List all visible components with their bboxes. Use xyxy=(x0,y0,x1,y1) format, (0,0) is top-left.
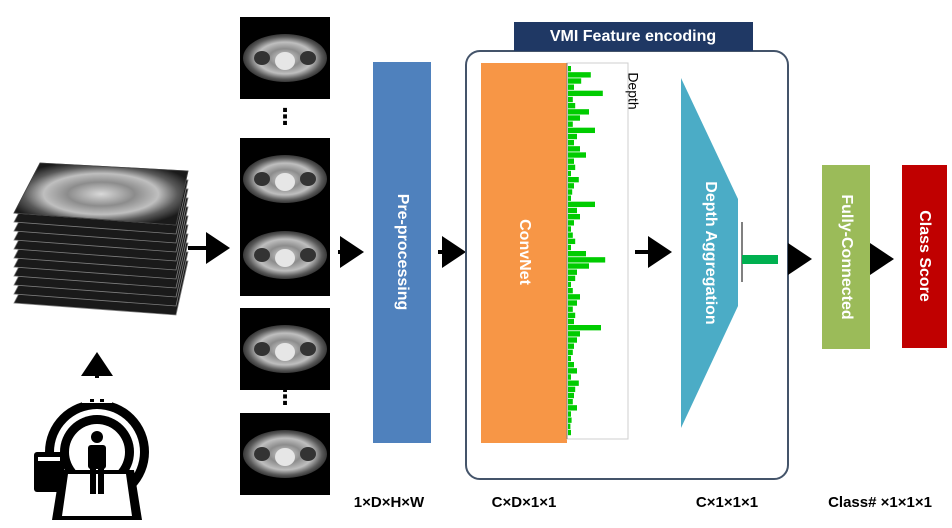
depth-bar xyxy=(568,368,577,374)
convnet-block xyxy=(481,63,567,443)
depth-bar xyxy=(568,331,580,337)
depth-bar xyxy=(568,386,576,393)
depth-bar xyxy=(568,257,606,263)
preprocessing-block xyxy=(373,62,431,443)
depth-bar xyxy=(568,374,571,380)
mri-slice-image xyxy=(240,138,330,220)
dim-convnet-out: C×D×1×1 xyxy=(492,494,557,511)
depth-bar xyxy=(568,244,571,251)
depth-aggregation-label: Depth Aggregation xyxy=(702,181,719,324)
depth-bar xyxy=(568,109,589,115)
ellipsis-top: ⋮ xyxy=(274,104,296,129)
depth-bar xyxy=(568,405,577,411)
depth-bar xyxy=(568,201,595,208)
depth-bar xyxy=(568,66,571,72)
depth-bar xyxy=(568,127,595,134)
mri-scanner-icon xyxy=(34,398,149,520)
depth-bar xyxy=(568,78,582,84)
depth-bar xyxy=(568,140,574,146)
depth-bar xyxy=(568,300,577,306)
depth-bar xyxy=(568,177,579,183)
depth-bar xyxy=(568,72,591,78)
depth-bar xyxy=(568,189,573,195)
mri-slice-image xyxy=(240,214,330,296)
depth-bar xyxy=(568,195,571,201)
depth-bar xyxy=(568,349,573,356)
depth-label: Depth xyxy=(625,72,641,109)
depth-bar xyxy=(568,226,571,232)
depth-bar xyxy=(568,220,574,226)
depth-bar xyxy=(568,251,586,257)
dim-aggregated: C×1×1×1 xyxy=(696,494,758,511)
depth-bar xyxy=(568,325,601,331)
depth-bar xyxy=(568,337,577,343)
depth-bar xyxy=(568,275,576,282)
depth-bar xyxy=(568,269,577,275)
depth-bar xyxy=(568,133,577,140)
depth-bar xyxy=(568,362,574,368)
depth-bar xyxy=(568,164,576,171)
fully-connected-block xyxy=(822,165,870,349)
depth-bar xyxy=(568,380,579,386)
depth-bar xyxy=(568,281,571,288)
preprocessing-label: Pre-processing xyxy=(394,194,411,310)
class-score-block xyxy=(902,165,947,348)
depth-bar xyxy=(568,343,574,349)
mri-slices xyxy=(240,17,330,495)
depth-bar xyxy=(568,429,571,436)
depth-bar xyxy=(568,392,574,399)
class-score-label: Class Score xyxy=(916,210,933,302)
mri-slice-image xyxy=(240,413,330,495)
depth-bar xyxy=(568,312,576,319)
depth-bar xyxy=(568,115,580,121)
depth-bar xyxy=(568,207,577,214)
depth-bar xyxy=(568,306,573,312)
depth-bar xyxy=(568,121,573,127)
depth-bar xyxy=(568,399,573,405)
mri-volume-stack-icon xyxy=(13,162,189,316)
depth-bar xyxy=(568,170,571,177)
depth-bar xyxy=(568,318,574,325)
convnet-label: ConvNet xyxy=(516,219,533,285)
depth-bar xyxy=(568,238,576,245)
depth-bar xyxy=(568,103,576,109)
depth-feature-bars xyxy=(568,66,606,436)
depth-bar xyxy=(568,294,580,300)
depth-bar xyxy=(568,158,574,164)
depth-bar xyxy=(568,152,586,158)
depth-bar xyxy=(568,146,580,152)
mri-slice-image xyxy=(240,308,330,390)
vmi-title: VMI Feature encoding xyxy=(550,28,716,45)
depth-bar xyxy=(568,84,574,90)
vmi-title-banner xyxy=(514,22,753,51)
aggregated-feature-bar xyxy=(742,255,778,264)
dim-output: Class# ×1×1×1 xyxy=(828,494,932,511)
depth-bar xyxy=(568,411,571,417)
ellipsis-bottom: ⋮ xyxy=(274,384,296,409)
dim-input: 1×D×H×W xyxy=(354,494,425,511)
mri-slice-image xyxy=(240,17,330,99)
depth-bar xyxy=(568,214,580,220)
depth-bar xyxy=(568,96,573,103)
depth-bar xyxy=(568,355,571,362)
depth-bar xyxy=(568,183,574,189)
depth-bar xyxy=(568,232,573,238)
depth-bar xyxy=(568,417,572,423)
fully-connected-label: Fully-Connected xyxy=(838,194,855,319)
depth-bar xyxy=(568,90,603,97)
depth-bar xyxy=(568,423,571,430)
depth-bar xyxy=(568,288,573,294)
depth-aggregation-block xyxy=(681,78,738,428)
depth-bar xyxy=(568,263,589,269)
